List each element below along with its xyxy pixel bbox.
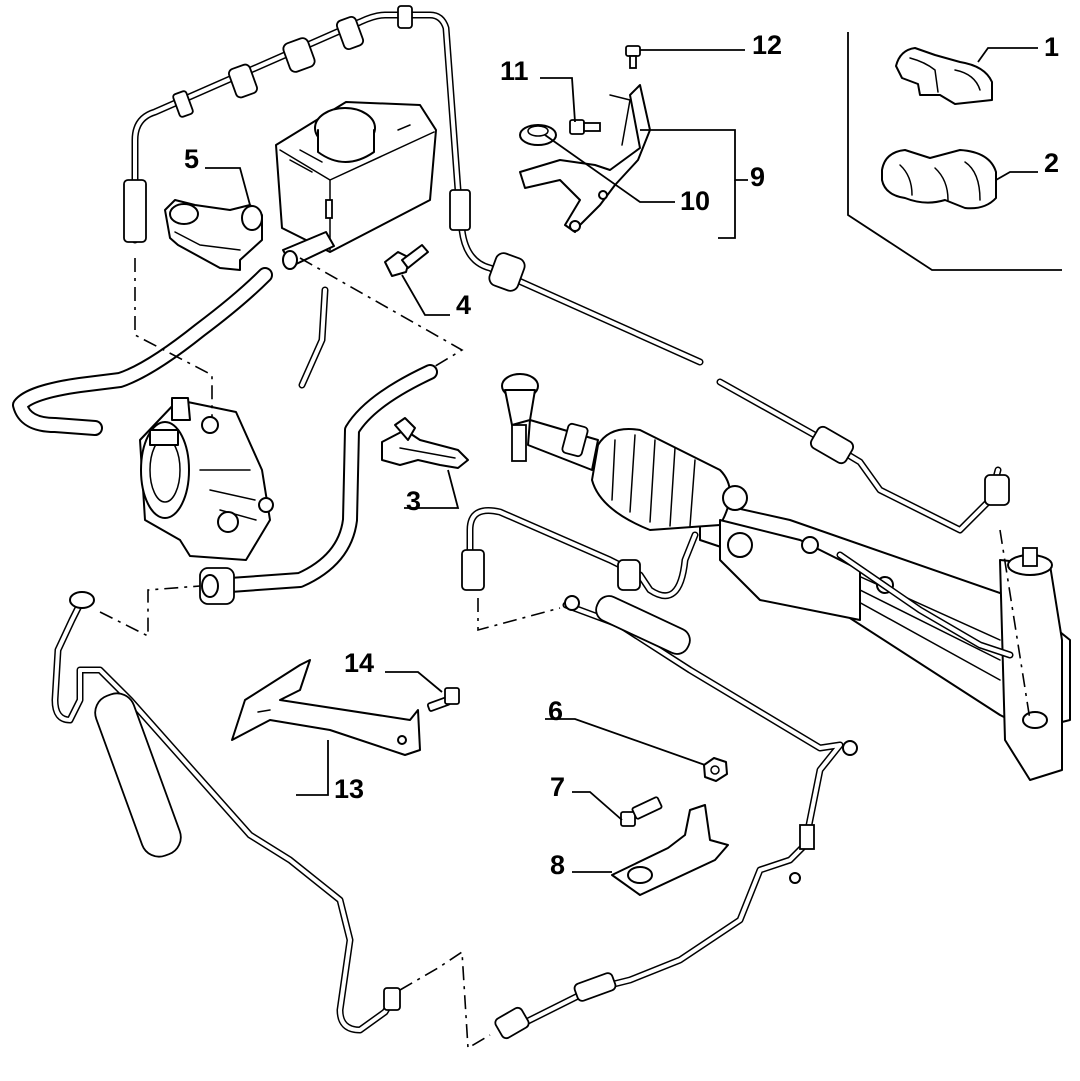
bolt-part-14 [426, 687, 460, 712]
pressure-hose [199, 364, 438, 605]
bracket-group-part-9 [519, 84, 651, 233]
bracket-part-13 [231, 659, 421, 756]
fluid-reservoir [275, 101, 437, 270]
cooler-return-line [51, 591, 401, 1034]
callout-13: 13 [334, 774, 364, 804]
callout-1: 1 [1044, 32, 1059, 62]
rack-return-pipe [716, 378, 1010, 534]
bracket-part-3 [381, 417, 469, 469]
callout-5: 5 [184, 144, 199, 174]
rack-feed-pipes [461, 507, 1014, 659]
callout-4: 4 [456, 290, 471, 320]
callout-6: 6 [548, 696, 563, 726]
bolt-part-7 [620, 796, 663, 827]
bolt-part-12 [625, 45, 641, 69]
bracket-part-8 [611, 804, 729, 896]
hose-clip-part-5 [164, 199, 263, 271]
clip-part-2 [881, 149, 997, 210]
upper-return-pipe [123, 5, 704, 366]
reservoir-supply-hose [12, 267, 273, 436]
small-vent-hose [298, 286, 329, 389]
callout-2: 2 [1044, 148, 1059, 178]
callout-labels: 1 2 3 4 5 6 7 8 9 10 11 12 13 14 [184, 30, 1059, 880]
bolt-part-11 [569, 119, 601, 135]
callout-9: 9 [750, 162, 765, 192]
grommet-part-10 [519, 124, 557, 146]
callout-14: 14 [344, 648, 374, 678]
callout-3: 3 [406, 486, 421, 516]
callout-12: 12 [752, 30, 782, 60]
clip-part-1 [895, 47, 993, 105]
callout-7: 7 [550, 772, 565, 802]
rack-return-line-lower [494, 595, 858, 1040]
inset-frame [847, 32, 1062, 271]
assembly-dash-lines [99, 257, 1031, 1050]
callout-11: 11 [500, 56, 529, 86]
callout-8: 8 [550, 850, 565, 880]
power-steering-pump [139, 397, 274, 561]
leader-lines [205, 47, 1038, 873]
nut-part-6 [703, 757, 728, 782]
callout-10: 10 [680, 186, 710, 216]
steering-rack [501, 373, 1071, 781]
bolt-part-4 [384, 244, 429, 277]
